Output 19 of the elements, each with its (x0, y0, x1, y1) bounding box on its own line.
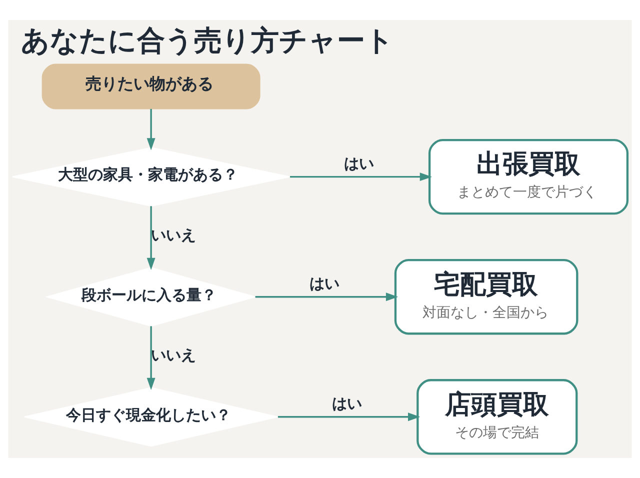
node-box: 宅配買取 対面なし・全国から (394, 259, 578, 335)
arrow (255, 292, 398, 302)
node-diamond: 今日すぐ現金化したい？ (24, 387, 278, 447)
edge-label: はい (344, 154, 374, 172)
diagram-title: あなたに合う売り方チャート (21, 24, 394, 58)
edge-label: はい (332, 394, 362, 412)
node-diamond: 大型の家具・家電がある？ (12, 147, 290, 207)
node-box: 出張買取 まとめて一度で片づく (428, 138, 629, 215)
node-diamond: 段ボールに入る量？ (44, 267, 258, 327)
edge-label: はい (310, 274, 340, 292)
arrow (278, 412, 420, 422)
node-box: 売りたい物がある (42, 64, 260, 110)
arrow (146, 108, 156, 150)
edge-label: いいえ (151, 226, 196, 244)
edge-label: いいえ (151, 346, 196, 364)
node-box: 店頭買取 その場で完結 (416, 379, 578, 455)
arrow (146, 326, 156, 390)
arrow (146, 206, 156, 270)
arrow (290, 172, 432, 182)
